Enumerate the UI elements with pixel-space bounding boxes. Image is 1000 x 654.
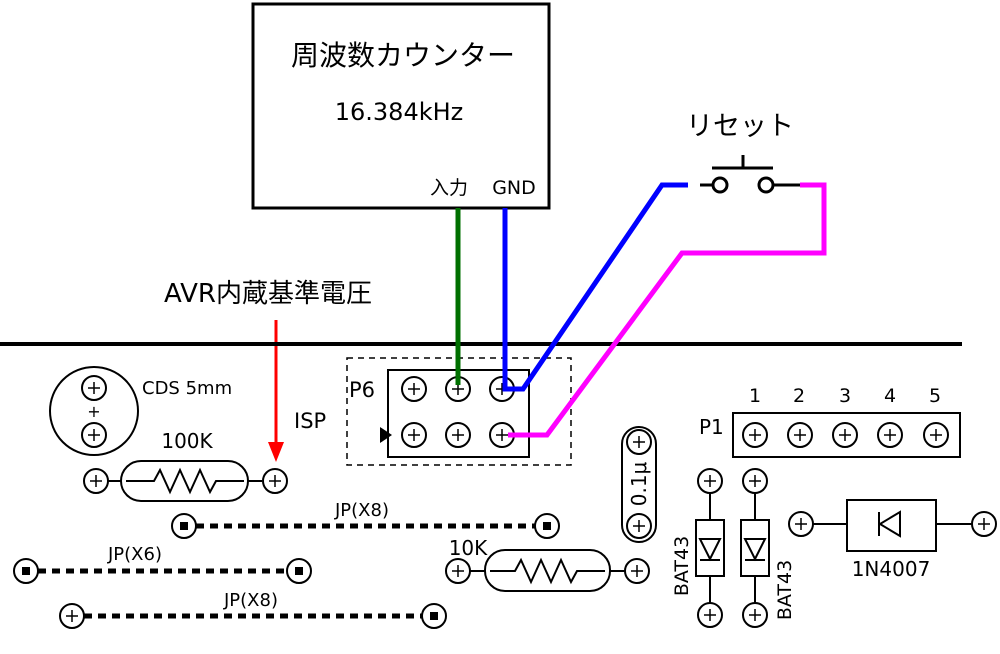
jumper-label-2: JP(X6) — [107, 544, 162, 565]
p1-pin-pad — [742, 422, 768, 448]
resistor-100k-label: 100K — [161, 429, 213, 453]
jumper-pad — [59, 603, 85, 629]
p1-pin-pad — [832, 422, 858, 448]
capacitor-label: 0.1μ — [627, 461, 651, 506]
jumper-pad — [421, 603, 447, 629]
p1-pin-pad — [877, 422, 903, 448]
p1-pin-number: 2 — [793, 385, 805, 407]
capacitor-body — [621, 426, 657, 543]
resistor-10k-zigzag — [490, 557, 605, 585]
reset-label: リセット — [686, 111, 794, 142]
avr-reference-label: AVR内蔵基準電圧 — [164, 279, 372, 309]
p1-pin-number: 1 — [749, 385, 761, 407]
capacitor-pad — [626, 513, 652, 539]
isp-pin-pad — [401, 376, 427, 402]
reset-wire — [508, 182, 827, 438]
diode-bat43-1 — [695, 492, 725, 603]
diode-bat43-2 — [740, 492, 770, 603]
cds-plus-mark: + — [87, 402, 100, 421]
resistor-100k-pad — [83, 468, 109, 494]
cds-pad — [81, 422, 107, 448]
frequency-counter-box — [251, 2, 551, 210]
resistor-10k-body — [484, 549, 611, 592]
capacitor-pad — [626, 429, 652, 455]
diode-label-1: BAT43 — [671, 536, 693, 596]
diode-pad — [742, 602, 768, 628]
jumper-pad — [13, 558, 39, 584]
p1-pin-pad — [923, 422, 949, 448]
cds-sensor-outline — [49, 366, 139, 456]
p1-header-name: P1 — [699, 415, 724, 439]
diode-label-2: BAT43 — [774, 560, 796, 620]
isp-pin-pad — [445, 422, 471, 448]
counter-gnd-label: GND — [492, 177, 536, 199]
diode-pad — [697, 468, 723, 494]
jumper-pad — [286, 558, 312, 584]
pin1-marker — [380, 427, 392, 443]
cds-label: CDS 5mm — [142, 378, 232, 399]
jumper-label-3: JP(X8) — [223, 590, 278, 611]
diode-pad — [697, 602, 723, 628]
diode-pad — [742, 468, 768, 494]
p1-pin-number: 3 — [839, 385, 851, 407]
diode-pad — [788, 511, 814, 537]
p1-pin-number: 4 — [884, 385, 896, 407]
diode-1n4007 — [812, 499, 972, 552]
p1-pin-number: 5 — [929, 385, 941, 407]
counter-frequency: 16.384kHz — [335, 98, 464, 126]
resistor-10k-pad — [445, 558, 471, 584]
cds-pad — [81, 375, 107, 401]
jumper-pad — [171, 513, 197, 539]
isp-label: ISP — [294, 409, 326, 433]
resistor-100k-pad — [262, 468, 288, 494]
diode-pad — [971, 511, 997, 537]
resistor-10k-label: 10K — [449, 536, 488, 560]
reset-switch — [700, 155, 800, 194]
diode-label-3: 1N4007 — [852, 557, 931, 581]
counter-input-label: 入力 — [430, 177, 468, 199]
resistor-10k-pad — [624, 558, 650, 584]
p1-pin-pad — [787, 422, 813, 448]
jumper-pad — [534, 513, 560, 539]
gnd-wire — [502, 182, 688, 392]
isp-header-name: P6 — [349, 378, 375, 402]
reference-arrow — [268, 320, 284, 462]
p1-header-body — [732, 412, 961, 458]
resistor-100k-zigzag — [126, 467, 244, 495]
isp-pin-pad — [401, 422, 427, 448]
counter-title: 周波数カウンター — [291, 39, 515, 72]
jumper-label-1: JP(X8) — [334, 500, 389, 521]
